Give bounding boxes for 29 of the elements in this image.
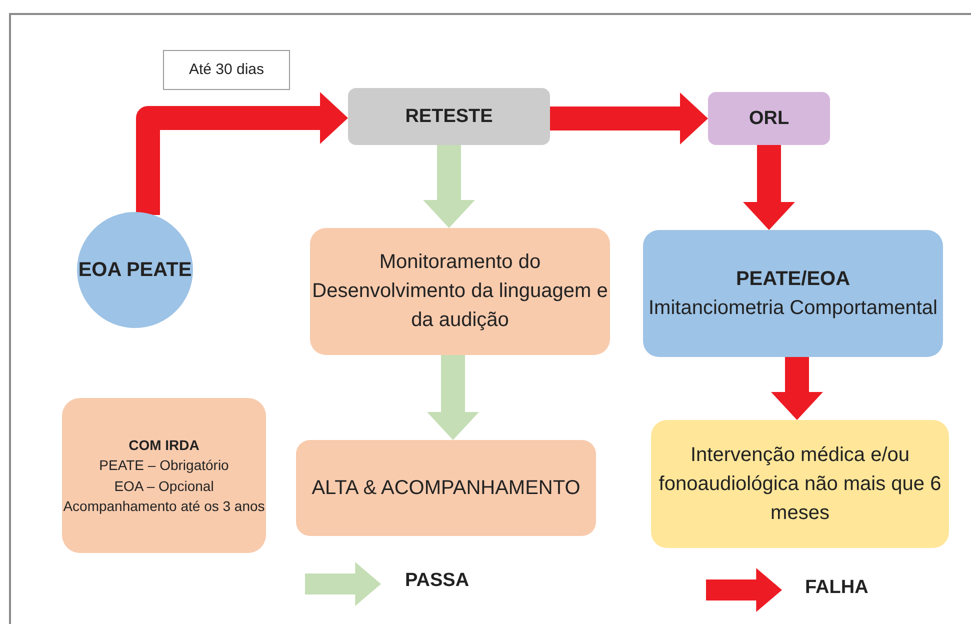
process-box (643, 230, 943, 357)
note-box (163, 50, 290, 90)
box-heading: PEATE/EOA (736, 266, 850, 292)
process-box (348, 88, 550, 145)
box-text: Intervenção médica e/ou fonoaudiológica não mais que 6 meses (658, 442, 942, 526)
block-arrow (427, 355, 479, 440)
process-box (310, 228, 610, 355)
box-text: ORL (748, 106, 790, 131)
process-box (651, 420, 949, 548)
box-text: ALTA & ACOMPANHAMENTO (312, 476, 580, 500)
box-text: PEATE – Obrigatório (99, 456, 229, 476)
block-arrow (136, 92, 348, 215)
box-text: EOA – Opcional (114, 476, 214, 496)
box-text: EOA PEATE (78, 258, 192, 282)
legend-label: PASSA (405, 570, 470, 592)
block-arrow (743, 145, 795, 230)
legend-label: FALHA (805, 577, 868, 599)
process-box (708, 92, 830, 145)
block-arrow (423, 145, 475, 228)
process-box (62, 398, 266, 553)
block-arrow (550, 92, 708, 144)
box-heading: COM IRDA (128, 436, 200, 455)
process-box (296, 440, 596, 536)
box-text: Até 30 dias (188, 60, 264, 80)
box-text: Imitanciometria Comportamental (648, 296, 938, 320)
box-text: Monitoramento do Desenvolvimento da linguagem e da audição (311, 250, 609, 333)
box-text: Acompanhamento até os 3 anos (63, 496, 265, 516)
block-arrow (771, 357, 823, 420)
box-text: RETESTE (405, 104, 493, 129)
